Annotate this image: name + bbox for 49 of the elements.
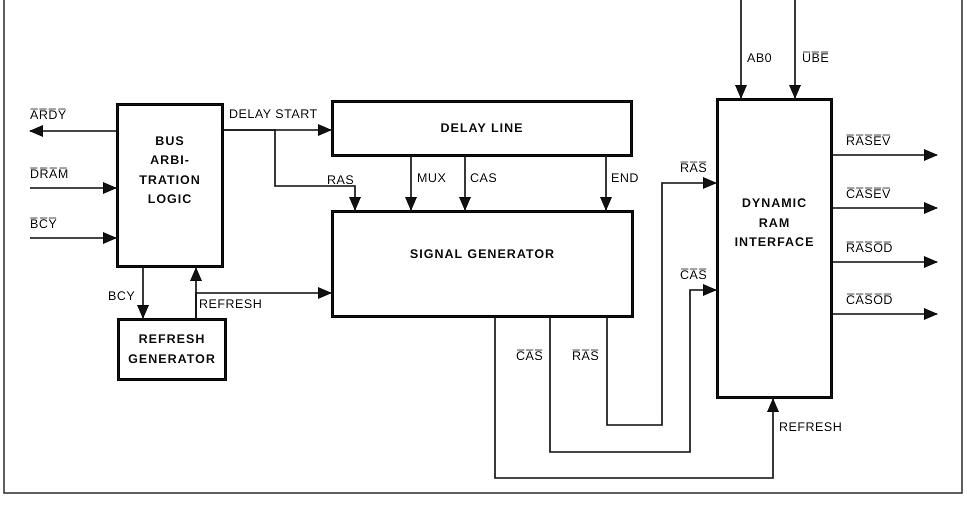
signal-label: MUX [417, 170, 446, 186]
signal-arrow [494, 318, 779, 479]
signal-arrow [29, 125, 116, 137]
signal-arrow [30, 182, 117, 194]
block-box [716, 98, 833, 399]
signal-label: REFRESH [199, 296, 262, 312]
signal-arrow [833, 202, 938, 214]
signal-label: END [611, 170, 639, 186]
block-title: DELAY LINE [440, 120, 524, 137]
signal-label: A̅R̅D̅Y̅ [30, 107, 67, 124]
signal-label: C̅A̅S̅ [516, 348, 544, 364]
block-box [117, 318, 227, 381]
signal-arrow [137, 268, 149, 319]
signal-label: AB0 [747, 50, 772, 66]
signal-arrow [195, 287, 332, 318]
block-title: DYNAMIC RAM INTERFACE [734, 195, 814, 252]
signal-label: C̅A̅S̅E̅V̅ [846, 186, 891, 202]
signal-arrow [833, 308, 938, 320]
block-box [331, 100, 633, 157]
signal-label: B̅C̅Y̅ [30, 216, 58, 232]
signal-label: C̅A̅S̅ [680, 267, 708, 284]
block-title: BUS ARBI- TRATION LOGIC [139, 132, 201, 208]
signal-label: R̅A̅S̅ [572, 348, 600, 364]
signal-label: CAS [470, 170, 498, 186]
block-title: SIGNAL GENERATOR [410, 246, 556, 264]
signal-arrow [735, 0, 747, 99]
block-title: REFRESH GENERATOR [128, 331, 216, 368]
signal-label: BCY [108, 288, 136, 304]
signal-label: R̅A̅S̅ [680, 160, 708, 176]
signal-arrow [600, 157, 612, 211]
signal-arrow [606, 177, 717, 426]
block-box [331, 210, 634, 318]
signal-arrow [30, 232, 117, 244]
block-box [116, 103, 224, 268]
signal-arrow [549, 284, 717, 453]
signal-label: C̅A̅S̅O̅D̅ [846, 292, 893, 308]
signal-arrow [833, 149, 938, 161]
signal-label: U̅B̅E̅ [802, 50, 830, 66]
signal-arrow [833, 256, 938, 268]
signal-label: RAS [327, 172, 354, 188]
signal-label: R̅A̅S̅O̅D̅ [846, 240, 893, 256]
signal-label: D̅R̅A̅M̅ [30, 166, 69, 182]
signal-arrow [459, 157, 471, 211]
signal-label: R̅A̅S̅E̅V̅ [846, 133, 891, 150]
signal-arrow [405, 157, 417, 211]
signal-arrow [224, 129, 361, 211]
signal-label: REFRESH [779, 419, 842, 436]
signal-label: DELAY START [229, 106, 318, 122]
signal-arrow [789, 0, 801, 99]
